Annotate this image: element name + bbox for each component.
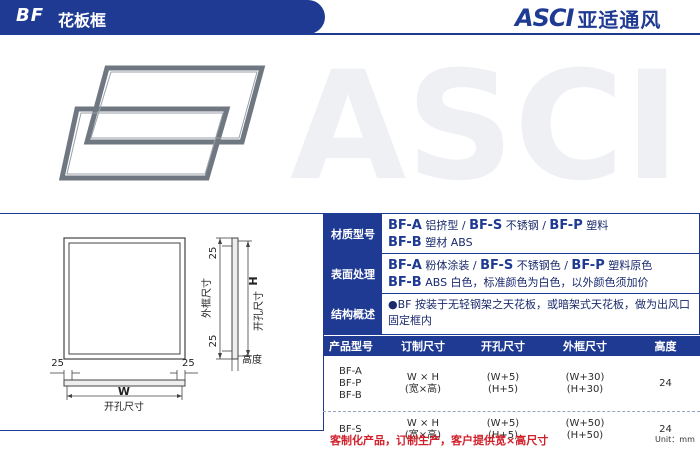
col-height: 高度 <box>654 340 677 353</box>
row-height: 24 <box>659 377 672 389</box>
spec-label-surface: 表面处理 <box>324 254 382 293</box>
spec-body-material: BF-A 铝挤型 / BF-S 不锈钢 / BF-P 塑料 BF-B 塑材 AB… <box>382 214 699 253</box>
dim-25-right: 25 <box>182 358 195 369</box>
product-name: 花板框 <box>58 11 107 30</box>
col-frame-size: 外框尺寸 <box>563 340 607 353</box>
col-model: 产品型号 <box>329 340 373 353</box>
product-model: BF <box>16 5 45 26</box>
bottom-section-view <box>63 379 186 387</box>
material-code-p: BF-P <box>549 218 583 233</box>
row-models: BF-S <box>323 424 379 436</box>
dim-outer-label: 外框尺寸 <box>200 278 213 318</box>
unit-label: Unit：mm <box>655 435 695 444</box>
header-bar <box>0 0 325 34</box>
hole-h: (H+5) <box>487 430 519 441</box>
surface-desc-b: ABS 白色，标准颜色为白色，以外颜色须加价 <box>425 276 649 289</box>
row-frame-size: (W+50) (H+50) <box>539 418 631 442</box>
side-section-view <box>231 237 239 360</box>
row-custom-size: W × H (宽×高) <box>379 418 467 442</box>
surface-desc-p: 塑料原色 <box>608 259 653 272</box>
row-models: BF-A BF-P BF-B <box>323 366 379 402</box>
surface-desc-s: 不锈钢色 / <box>516 259 568 272</box>
header-rule <box>0 33 700 35</box>
surface-desc-a: 粉体涂装 / <box>425 259 477 272</box>
brand-watermark: ASCI <box>290 40 681 214</box>
spec-row-structure: 结构概述 ●BF 按装于无轻钢架之天花板，或暗架式天花板，做为出风口固定框内 <box>324 294 699 334</box>
frame-rear <box>83 65 266 145</box>
brand-logo: ASCI 亚适通风 <box>515 4 661 32</box>
surface-code-p: BF-P <box>571 258 605 273</box>
spec-row-surface: 表面处理 BF-A 粉体涂装 / BF-S 不锈钢色 / BF-P 塑料原色 B… <box>324 254 699 294</box>
material-desc-a: 铝挤型 / <box>425 219 466 232</box>
spec-label-material: 材质型号 <box>324 214 382 253</box>
dim-h: H <box>247 276 260 285</box>
spec-table: 材质型号 BF-A 铝挤型 / BF-S 不锈钢 / BF-P 塑料 BF-B … <box>323 213 700 335</box>
custom-size-value: W × H <box>406 418 440 429</box>
col-custom-size: 订制尺寸 <box>401 340 445 353</box>
row-height: 24 <box>659 424 672 435</box>
dim-w-label: 开孔尺寸 <box>104 400 144 413</box>
material-code-a: BF-A <box>388 218 422 233</box>
material-desc-p: 塑料 <box>586 219 609 232</box>
model-bf-s: BF-S <box>339 424 362 435</box>
dim-height-label: 高度 <box>242 353 262 366</box>
custom-order-note: 客制化产品，订制生产，客户提供宽×高尺寸 <box>330 434 549 447</box>
dim-h-label: 开孔尺寸 <box>252 291 265 331</box>
model-bf-a: BF-A <box>339 365 362 377</box>
model-bf-b: BF-B <box>339 389 362 401</box>
material-desc-s: 不锈钢 / <box>505 219 546 232</box>
spec-body-structure: ●BF 按装于无轻钢架之天花板，或暗架式天花板，做为出风口固定框内 <box>388 298 690 327</box>
hole-h: (H+5) <box>487 383 519 395</box>
hole-w: (W+5) <box>486 371 520 383</box>
surface-code-a: BF-A <box>388 258 422 273</box>
row-custom-size: W × H (宽×高) <box>379 372 467 396</box>
product-illustration <box>58 65 266 181</box>
frame-h: (H+30) <box>566 383 604 395</box>
frame-w: (W+50) <box>565 418 605 429</box>
dim-w: W <box>118 385 130 398</box>
material-code-s: BF-S <box>469 218 503 233</box>
product-size-table: 产品型号 订制尺寸 开孔尺寸 外框尺寸 高度 BF-A BF-P BF-B W … <box>323 336 700 448</box>
spec-row-material: 材质型号 BF-A 铝挤型 / BF-S 不锈钢 / BF-P 塑料 BF-B … <box>324 214 699 254</box>
row-hole-size: (W+5) (H+5) <box>467 418 539 442</box>
frame-w: (W+30) <box>565 371 605 383</box>
logo-mark: ASCI <box>515 4 574 32</box>
row-hole-size: (W+5) (H+5) <box>467 372 539 396</box>
product-table-header: 产品型号 订制尺寸 开孔尺寸 外框尺寸 高度 <box>323 336 700 356</box>
model-bf-p: BF-P <box>339 377 362 389</box>
front-view-inner <box>68 242 181 355</box>
front-view-outer <box>63 237 186 360</box>
frame-front <box>58 106 231 181</box>
dim-25-bottom: 25 <box>208 335 219 348</box>
dimension-drawing: 25 25 W 开孔尺寸 25 25 外框尺寸 H 开孔尺寸 高度 <box>50 237 265 413</box>
custom-size-value: W × H <box>406 371 440 383</box>
logo-chinese-name: 亚适通风 <box>577 7 662 32</box>
spec-label-structure: 结构概述 <box>324 294 382 334</box>
surface-code-b: BF-B <box>388 275 422 290</box>
table-row: BF-S W × H (宽×高) (W+5) (H+5) (W+50) (H+5… <box>323 412 700 448</box>
frame-h: (H+50) <box>566 430 604 441</box>
custom-size-note: (宽×高) <box>404 383 442 395</box>
hole-w: (W+5) <box>486 418 520 429</box>
table-row: BF-A BF-P BF-B W × H (宽×高) (W+5) (H+5) (… <box>323 356 700 412</box>
spec-body-surface: BF-A 粉体涂装 / BF-S 不锈钢色 / BF-P 塑料原色 BF-B A… <box>382 254 699 293</box>
col-hole-size: 开孔尺寸 <box>481 340 525 353</box>
material-code-b: BF-B <box>388 235 422 250</box>
dim-25-left: 25 <box>51 358 64 369</box>
surface-code-s: BF-S <box>480 258 514 273</box>
row-frame-size: (W+30) (H+30) <box>539 372 631 396</box>
dim-25-top: 25 <box>208 247 219 260</box>
custom-size-note: (宽×高) <box>404 430 442 441</box>
material-desc-b: 塑材 ABS <box>425 236 473 249</box>
